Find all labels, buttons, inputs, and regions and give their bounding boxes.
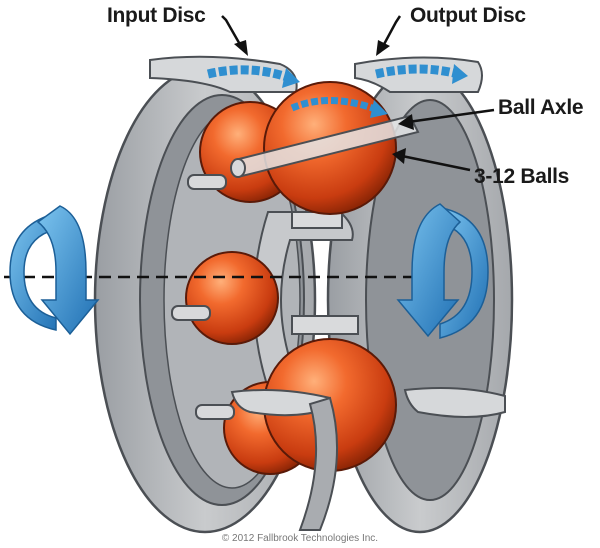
- label-ball-axle: Ball Axle: [498, 96, 583, 119]
- label-input-disc: Input Disc: [107, 4, 206, 27]
- axle-pin: [171, 305, 211, 321]
- axle-pin: [187, 174, 227, 190]
- ball: [185, 251, 279, 345]
- disc-lower-lips: [230, 387, 506, 531]
- copyright-text: © 2012 Fallbrook Technologies Inc.: [222, 533, 378, 544]
- label-balls: 3-12 Balls: [474, 165, 569, 188]
- rotation-arrow-right-icon: [396, 203, 489, 339]
- ball-axles: [171, 114, 420, 420]
- rotation-arrow-left-icon: [9, 205, 100, 336]
- label-output-disc: Output Disc: [410, 4, 526, 27]
- contact-flow-arrows: [206, 64, 468, 118]
- axle-pin: [195, 404, 235, 420]
- leader-lines: [221, 15, 495, 172]
